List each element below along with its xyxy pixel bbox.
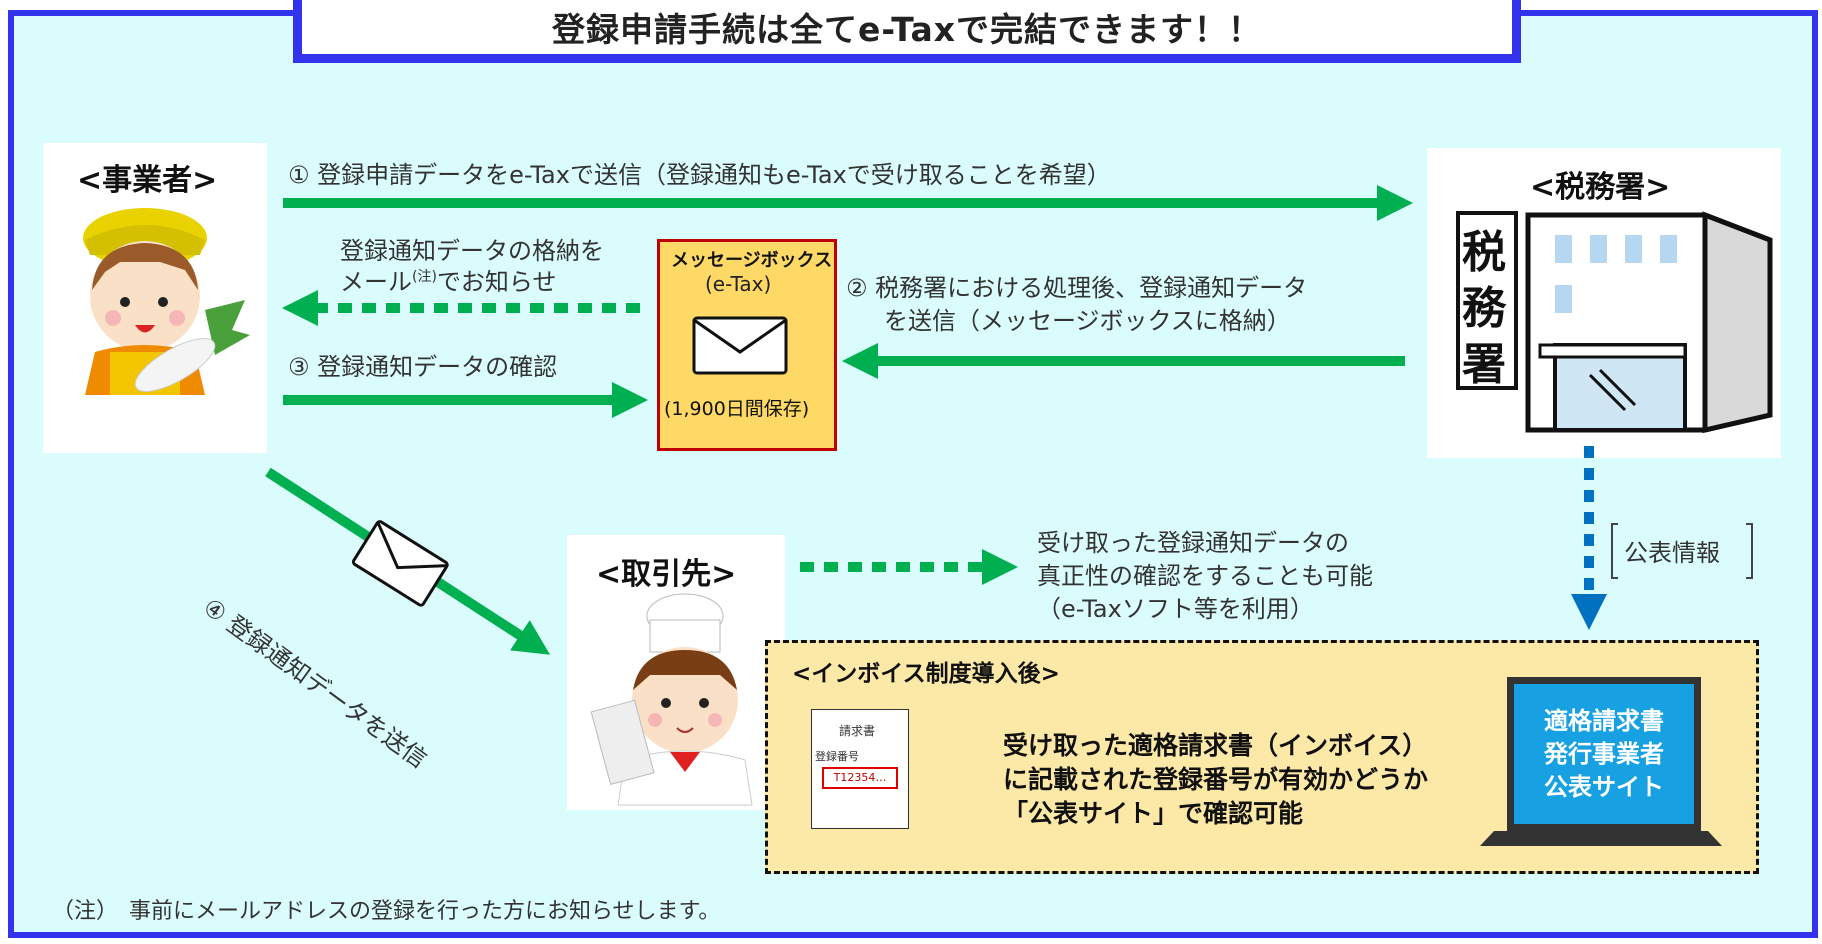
message-box-subtitle: (e-Tax): [705, 272, 772, 296]
partner-note-line2: 真正性の確認をすることも可能: [1037, 562, 1373, 590]
invoice-heading: <インボイス制度導入後>: [792, 661, 1060, 687]
mail-notify-footnote-mark: (注): [412, 269, 437, 285]
mail-notify-mail: メール: [340, 268, 412, 296]
page-title: 登録申請手続は全てe-Taxで完結できます！！: [293, 0, 1521, 63]
invoice-document-label: 登録番号: [815, 750, 859, 763]
step2-line1: ② 税務署における処理後、登録通知データ: [846, 274, 1308, 302]
mail-notify-line1: 登録通知データの格納を: [340, 237, 604, 265]
site-line1: 適格請求書: [1544, 706, 1664, 735]
site-line3: 公表サイト: [1544, 772, 1664, 801]
tax-office-heading: <税務署>: [1530, 170, 1671, 205]
publication-site-laptop-screen: 適格請求書 発行事業者 公表サイト: [1507, 677, 1701, 831]
partner-note-line1: 受け取った登録通知データの: [1037, 529, 1349, 557]
footnote: （注） 事前にメールアドレスの登録を行った方にお知らせします。: [52, 899, 721, 924]
step2-line2: を送信（メッセージボックスに格納）: [884, 307, 1291, 335]
partner-note-line3: （e-Taxソフト等を利用）: [1037, 595, 1314, 623]
invoice-document-title: 請求書: [839, 724, 876, 738]
message-box-retention: (1,900日間保存): [664, 398, 810, 420]
invoice-text-line1: 受け取った適格請求書（インボイス）: [1003, 731, 1428, 760]
step3-label: ③ 登録通知データの確認: [288, 353, 558, 381]
invoice-text-line2: に記載された登録番号が有効かどうか: [1003, 765, 1429, 794]
tax-office-sign-char-1: 税: [1462, 227, 1506, 278]
step1-label: ① 登録申請データをe-Taxで送信（登録通知もe-Taxで受け取ることを希望）: [288, 161, 1111, 189]
site-line2: 発行事業者: [1544, 739, 1664, 768]
partner-heading: <取引先>: [596, 557, 737, 592]
invoice-document-number: T12354…: [822, 767, 898, 789]
public-info-label: 公表情報: [1624, 539, 1720, 567]
mail-notify-line2: メール(注)でお知らせ: [340, 262, 556, 297]
tax-office-sign-char-2: 務: [1462, 283, 1506, 334]
mail-notify-suffix: でお知らせ: [436, 268, 557, 296]
invoice-text-line3: 「公表サイト」で確認可能: [1003, 799, 1304, 828]
message-box-title: メッセージボックス: [671, 250, 833, 271]
tax-office-sign-char-3: 署: [1462, 339, 1506, 390]
business-heading: <事業者>: [77, 163, 218, 198]
